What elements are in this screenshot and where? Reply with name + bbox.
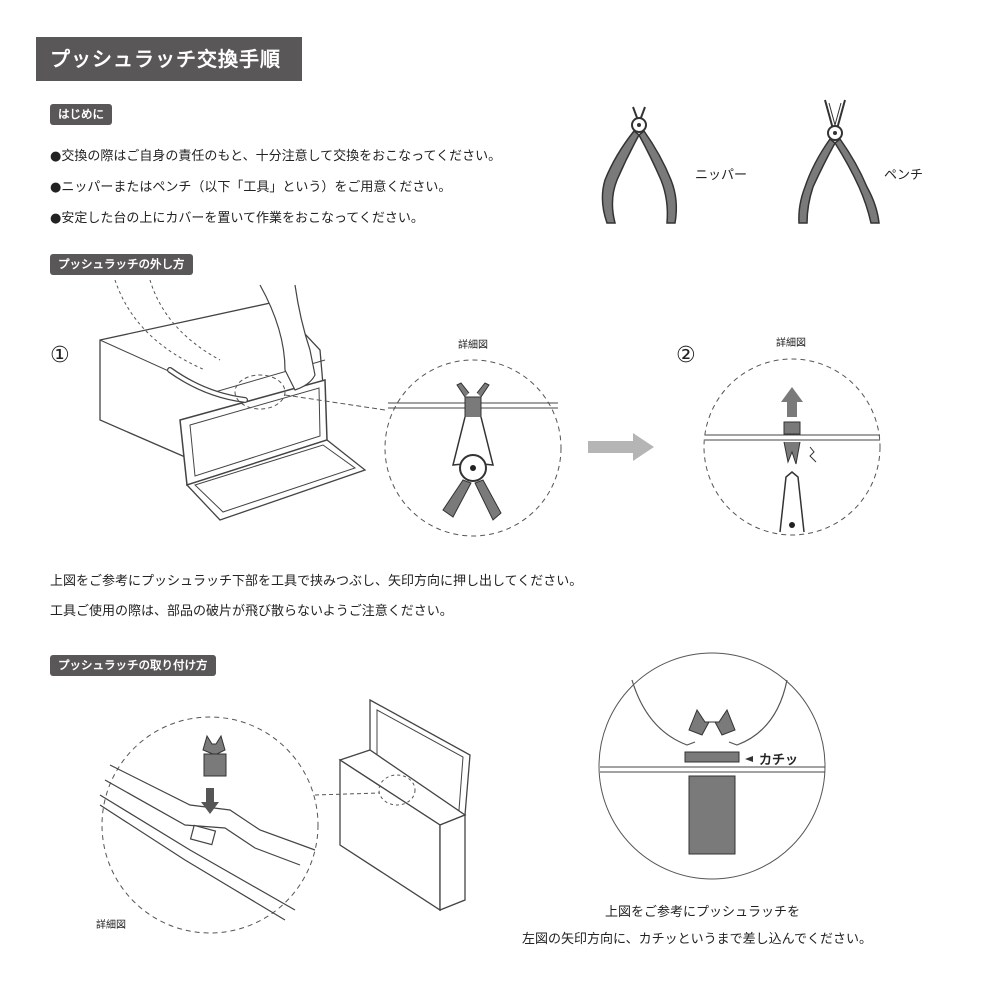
install-text-2: 左図の矢印方向に、カチッというまで差し込んでください。 — [522, 932, 872, 947]
install-text-1: 上図をご参考にプッシュラッチを — [605, 905, 801, 920]
click-label: カチッ — [759, 753, 799, 768]
install-tag: プッシュラッチの取り付け方 — [50, 655, 216, 676]
pliers-icon — [798, 99, 880, 224]
arrow-up-icon — [781, 387, 803, 417]
nipper-label: ニッパー — [695, 168, 748, 183]
detail2-label: 詳細図 — [776, 338, 806, 349]
detail1-label: 詳細図 — [458, 340, 488, 351]
install-detail-circle — [99, 716, 319, 934]
intro-tag: はじめに — [50, 104, 112, 125]
step2-number: ② — [676, 343, 696, 368]
tools-illustration — [601, 99, 880, 224]
detail1-circle — [384, 359, 562, 537]
install-detail-label: 詳細図 — [96, 920, 126, 931]
nipper-icon — [601, 106, 678, 224]
removal-tag: プッシュラッチの外し方 — [50, 254, 193, 275]
removal-text-1: 上図をご参考にプッシュラッチ下部を工具で挟みつぶし、矢印方向に押し出してください… — [50, 574, 583, 589]
box-lid-illustration — [314, 698, 471, 912]
arrow-right-icon — [588, 433, 654, 461]
intro-bullet-1: ●交換の際はご自身の責任のもと、十分注意して交換をおこなってください。 — [50, 149, 502, 164]
intro-bullet-2: ●ニッパーまたはペンチ（以下「工具」という）をご用意ください。 — [50, 180, 452, 195]
arrow-down-icon — [201, 788, 219, 814]
pliers-label: ペンチ — [884, 168, 924, 183]
box-open-illustration — [99, 279, 386, 521]
intro-bullet-3: ●安定した台の上にカバーを置いて作業をおこなってください。 — [50, 211, 424, 226]
install-click-circle — [598, 652, 826, 880]
detail2-circle — [703, 358, 881, 536]
step1-number: ① — [50, 343, 70, 368]
page-title: プッシュラッチ交換手順 — [36, 37, 302, 81]
removal-text-2: 工具ご使用の際は、部品の破片が飛び散らないようご注意ください。 — [50, 604, 453, 619]
